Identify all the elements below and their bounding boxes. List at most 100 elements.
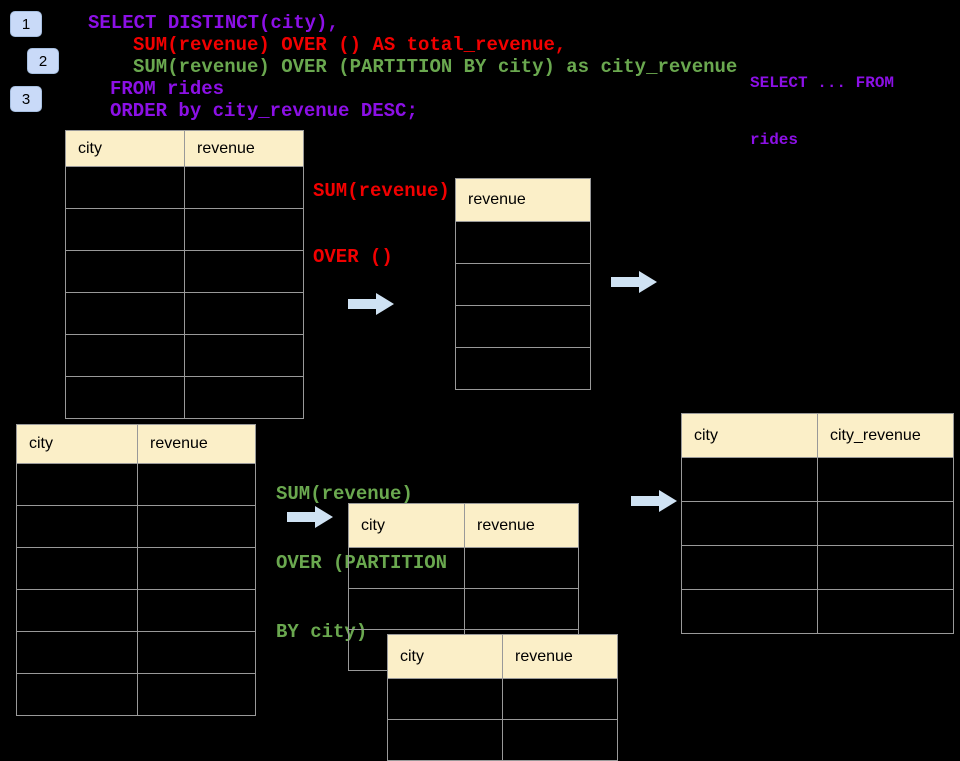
table-cell-empty [817, 589, 954, 634]
table-cell-empty [464, 588, 579, 630]
table-result: city city_revenue [681, 413, 954, 634]
table-cell-empty [65, 250, 185, 293]
table-row [16, 547, 256, 590]
table-row [65, 208, 304, 251]
table-cell-empty [455, 347, 591, 390]
annotation-partition-line-1: SUM(revenue) [276, 483, 413, 505]
table-cell-empty [184, 292, 304, 335]
table-cell-empty [16, 631, 138, 674]
table-cell-empty [184, 376, 304, 419]
side-note-line-2: rides [750, 131, 799, 149]
table-cell-empty [16, 673, 138, 716]
table-cell-empty [137, 463, 256, 506]
table-cell-empty [16, 589, 138, 632]
table-row [681, 501, 954, 546]
table-row [65, 334, 304, 377]
table-cell-empty [184, 166, 304, 209]
table-source-bottom: city revenue [16, 424, 256, 716]
sql-code-line-total-revenue: SUM(revenue) OVER () AS total_revenue, [133, 34, 567, 56]
table-cell-empty [65, 208, 185, 251]
table-source-top: city revenue [65, 130, 304, 419]
table-cell-empty [65, 166, 185, 209]
table-cell-empty [184, 250, 304, 293]
sql-code-line-from: FROM rides [110, 78, 225, 100]
table-total-revenue: revenue [455, 178, 591, 390]
annotation-sum-over-total: SUM(revenue) OVER () [313, 136, 450, 312]
table-row [681, 589, 954, 634]
table-header-row: revenue [455, 178, 591, 222]
annotation-total-line-2: OVER () [313, 246, 393, 268]
header-cell-city: city [387, 634, 503, 679]
table-cell-empty [502, 678, 618, 720]
table-row [348, 547, 579, 589]
header-cell-city-revenue: city_revenue [817, 413, 954, 458]
table-cell-empty [184, 208, 304, 251]
flow-arrow-right-icon [611, 271, 657, 293]
table-cell-empty [137, 631, 256, 674]
table-row [681, 545, 954, 590]
flow-arrow-right-icon [348, 293, 394, 315]
header-cell-city: city [348, 503, 465, 548]
table-cell-empty [65, 334, 185, 377]
table-header-row: city revenue [348, 503, 579, 548]
table-cell-empty [817, 501, 954, 546]
header-cell-revenue: revenue [455, 178, 591, 222]
table-cell-empty [817, 457, 954, 502]
table-cell-empty [348, 547, 465, 589]
table-cell-empty [348, 588, 465, 630]
table-row [455, 305, 591, 348]
table-cell-empty [137, 547, 256, 590]
table-header-row: city revenue [16, 424, 256, 464]
table-cell-empty [681, 545, 818, 590]
table-cell-empty [65, 292, 185, 335]
step-badge-2: 2 [27, 48, 59, 74]
table-row [16, 589, 256, 632]
flow-arrow-right-icon [631, 490, 677, 512]
header-cell-revenue: revenue [464, 503, 579, 548]
table-cell-empty [137, 505, 256, 548]
table-cell-empty [184, 334, 304, 377]
step-badge-3: 3 [10, 86, 42, 112]
header-cell-revenue: revenue [502, 634, 618, 679]
table-cell-empty [65, 376, 185, 419]
table-row [65, 250, 304, 293]
table-row [16, 673, 256, 716]
header-cell-city: city [65, 130, 185, 167]
table-cell-empty [137, 673, 256, 716]
table-header-row: city revenue [387, 634, 618, 679]
table-cell-empty [455, 221, 591, 264]
sql-code-line-city-revenue: SUM(revenue) OVER (PARTITION BY city) as… [133, 56, 738, 78]
header-cell-city: city [681, 413, 818, 458]
table-row [65, 376, 304, 419]
table-cell-empty [455, 305, 591, 348]
side-note-line-1: SELECT ... FROM [750, 74, 895, 92]
table-cell-empty [455, 263, 591, 306]
table-cell-empty [681, 457, 818, 502]
table-partition-b: city revenue [387, 634, 618, 761]
step-badge-1: 1 [10, 11, 42, 37]
table-cell-empty [16, 547, 138, 590]
table-cell-empty [817, 545, 954, 590]
table-header-row: city city_revenue [681, 413, 954, 458]
table-row [455, 347, 591, 390]
table-header-row: city revenue [65, 130, 304, 167]
table-cell-empty [681, 501, 818, 546]
table-cell-empty [502, 719, 618, 761]
table-row [455, 221, 591, 264]
table-cell-empty [681, 589, 818, 634]
table-cell-empty [16, 505, 138, 548]
table-cell-empty [387, 678, 503, 720]
flow-arrow-right-icon [287, 506, 333, 528]
header-cell-revenue: revenue [184, 130, 304, 167]
table-row [16, 463, 256, 506]
table-cell-empty [16, 463, 138, 506]
annotation-total-line-1: SUM(revenue) [313, 180, 450, 202]
table-row [16, 505, 256, 548]
table-row [387, 678, 618, 720]
sql-code-line-order-by: ORDER by city_revenue DESC; [110, 100, 418, 122]
table-row [455, 263, 591, 306]
sql-code-line-select: SELECT DISTINCT(city), [88, 12, 339, 34]
table-row [16, 631, 256, 674]
table-row [387, 719, 618, 761]
table-row [348, 588, 579, 630]
